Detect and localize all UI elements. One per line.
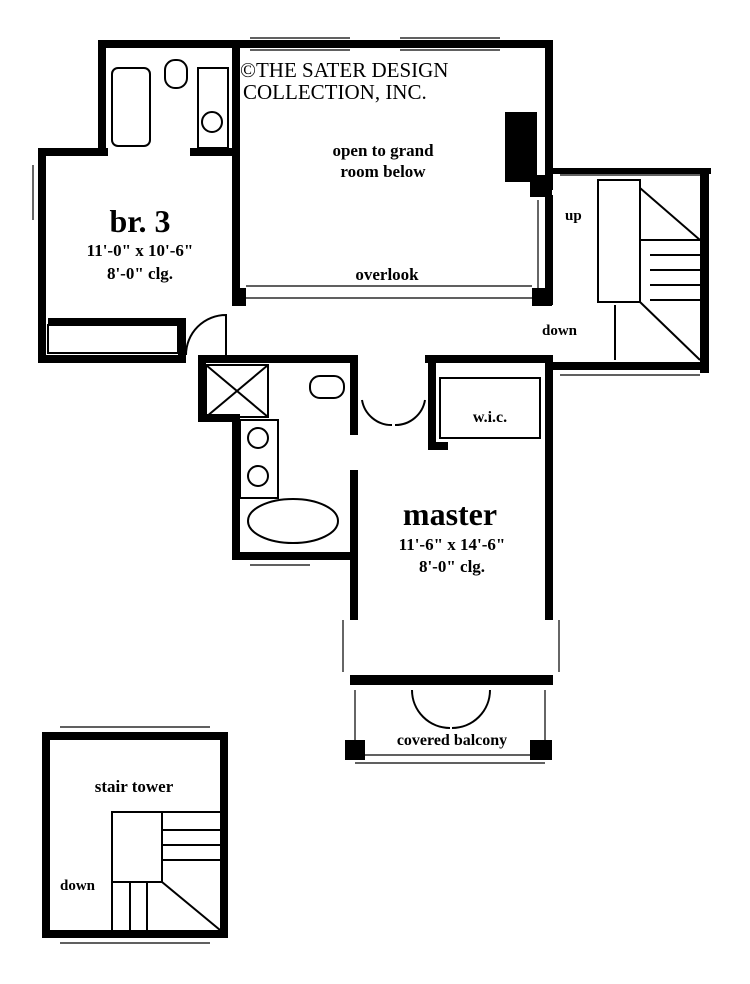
closet-rod	[439, 377, 541, 439]
br3-name: br. 3	[109, 203, 170, 239]
stair-up-label: up	[565, 208, 582, 224]
bathtub-icon	[111, 67, 151, 147]
wic-label: w.i.c.	[473, 409, 507, 426]
closet	[47, 324, 179, 354]
bathtub-icon	[247, 498, 339, 544]
master-size: 11'-6" x 14'-6"	[399, 535, 506, 554]
overlook-label: overlook	[355, 265, 419, 284]
stairs-tower	[111, 811, 221, 931]
copyright-line1: ©THE SATER DESIGN	[240, 58, 448, 82]
shower-icon	[205, 364, 269, 418]
br3-ceiling: 8'-0" clg.	[107, 264, 173, 283]
sink-icon	[247, 427, 269, 449]
stairs-right	[597, 179, 701, 361]
windows	[32, 37, 700, 944]
door-swing	[185, 313, 227, 356]
toilet-icon	[309, 375, 345, 399]
sink-icon	[247, 465, 269, 487]
toilet-icon	[164, 59, 188, 89]
fixtures	[47, 59, 541, 729]
balcony-door-swing	[411, 689, 491, 729]
tower-down-label: down	[60, 878, 96, 894]
br3-size: 11'-0" x 10'-6"	[87, 241, 194, 260]
sink-icon	[201, 111, 223, 133]
copyright-line2: COLLECTION, INC.	[243, 80, 427, 104]
stair-down-label: down	[542, 323, 578, 339]
open-to-grand-label: open to grand	[332, 141, 434, 160]
double-door-swing	[361, 399, 426, 427]
covered-balcony-label: covered balcony	[397, 732, 507, 749]
master-ceiling: 8'-0" clg.	[419, 557, 485, 576]
open-to-grand-label-2: room below	[340, 162, 426, 181]
stair-tower-label: stair tower	[95, 777, 174, 796]
master-name: master	[403, 496, 497, 532]
